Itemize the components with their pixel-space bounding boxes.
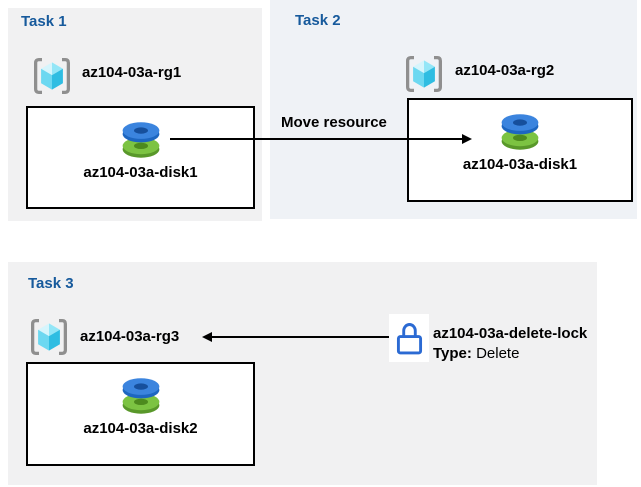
lock-arrow-head (202, 332, 212, 342)
move-arrow-line (170, 138, 463, 140)
disk-icon (493, 109, 547, 151)
lock-name: az104-03a-delete-lock (433, 325, 588, 342)
disk-name: az104-03a-disk1 (462, 156, 578, 173)
lock-icon-container (389, 314, 429, 362)
task1-title: Task 1 (21, 13, 67, 30)
resource-group-name: az104-03a-rg1 (82, 64, 182, 81)
move-resource-label: Move resource (281, 114, 387, 131)
lock-text-block: az104-03a-delete-lock Type: Delete (433, 324, 587, 363)
disk-icon (114, 373, 168, 415)
resource-group-icon (32, 55, 72, 97)
disk-name: az104-03a-disk2 (83, 420, 198, 437)
resource-group-name: az104-03a-rg2 (455, 62, 555, 79)
lock-type-label: Type: (433, 345, 472, 362)
lock-icon (396, 320, 423, 356)
lock-type-line: Type: Delete (433, 344, 587, 363)
resource-group-name: az104-03a-rg3 (80, 328, 180, 345)
task3-title: Task 3 (28, 275, 74, 292)
resource-group-icon (404, 53, 444, 95)
task2-panel: Task 2 az104-03a-rg2 (270, 0, 637, 219)
disk-name: az104-03a-disk1 (83, 164, 198, 181)
task2-title: Task 2 (295, 12, 341, 29)
task2-resource-box: az104-03a-disk1 (407, 98, 633, 202)
resource-group-icon (29, 316, 69, 358)
lock-arrow-line (211, 336, 389, 338)
task1-panel: Task 1 az104-03a-rg1 (8, 8, 262, 221)
task1-resource-box: az104-03a-disk1 (26, 106, 255, 209)
disk-icon (114, 117, 168, 159)
task3-resource-box: az104-03a-disk2 (26, 362, 255, 466)
task3-panel: Task 3 az104-03a-rg3 (8, 262, 597, 485)
lock-type-value: Delete (476, 345, 520, 362)
move-arrow-head (462, 134, 472, 144)
